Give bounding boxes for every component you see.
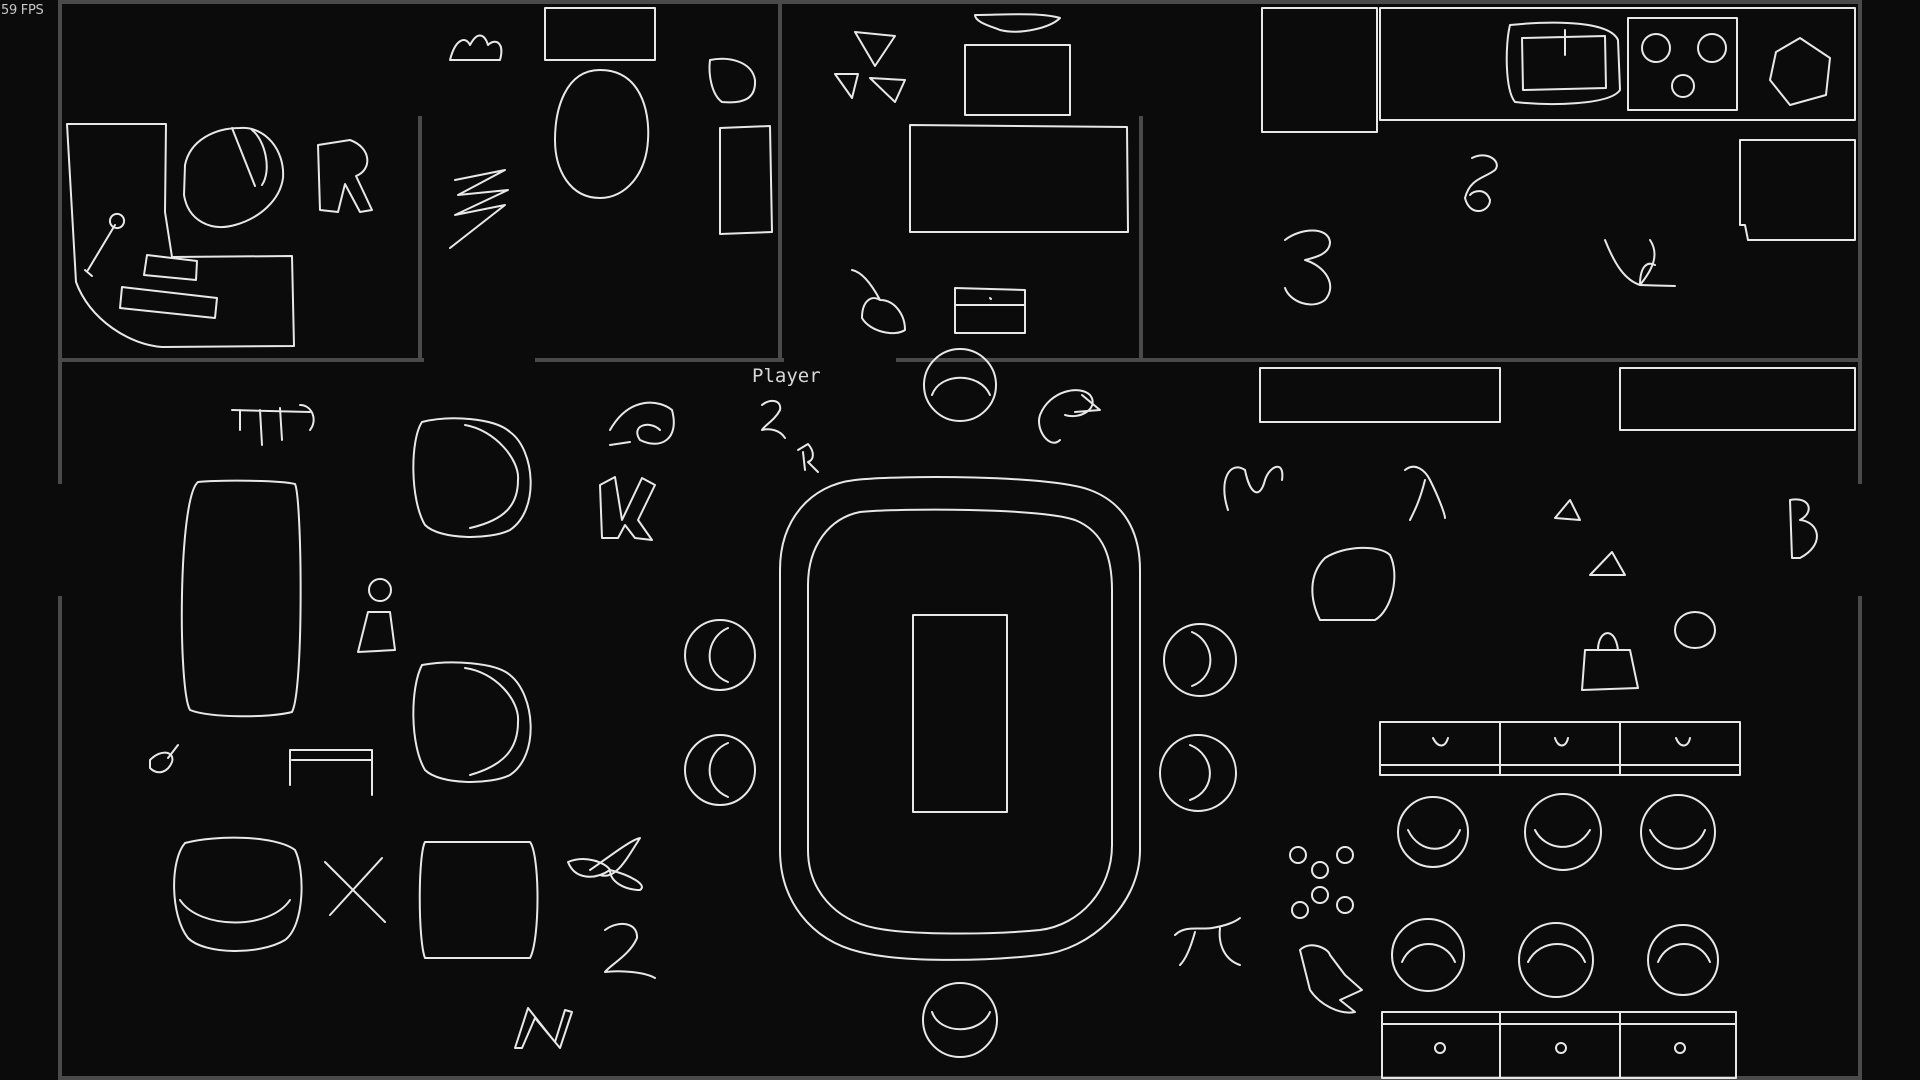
- blob-glyph: [1311, 546, 1396, 621]
- chair-west-1: [684, 619, 756, 691]
- stove: [1627, 17, 1738, 111]
- fish-glyph: [1038, 389, 1101, 444]
- number-three-glyph: [1284, 229, 1332, 306]
- player-sprite[interactable]: [761, 399, 819, 473]
- desk-row-bottom: [1381, 1011, 1737, 1079]
- room-lounge: [1223, 367, 1856, 1014]
- office-chair: [183, 126, 285, 228]
- dining-area: [684, 348, 1241, 1058]
- player-name-label: Player: [752, 365, 821, 387]
- triangle-small-1: [1554, 499, 1581, 521]
- dots-cluster-glyph: [1289, 846, 1354, 919]
- room-bedroom: [66, 34, 509, 348]
- fridge: [1261, 7, 1378, 133]
- armchair-large: [173, 836, 303, 952]
- coffee-table: [180, 479, 302, 718]
- table-runner: [912, 614, 1008, 813]
- keyboard: [143, 254, 198, 281]
- chair-row-1: [1397, 793, 1716, 871]
- kitchen-island: [1739, 139, 1856, 241]
- dumbbell-glyph: [231, 404, 315, 446]
- leaf-glyph: [567, 837, 643, 891]
- ottoman: [418, 841, 539, 959]
- rune-b-glyph: [1789, 498, 1818, 559]
- ring-glyph: [1674, 611, 1716, 649]
- room-office: [834, 13, 1129, 335]
- classroom-desks: [1379, 721, 1741, 1079]
- sink: [719, 125, 773, 235]
- dining-table-inner: [807, 508, 1113, 935]
- x-mark-glyph: [324, 857, 386, 923]
- room-bathroom: [544, 7, 773, 235]
- toilet-tank: [544, 7, 656, 61]
- pen: [84, 212, 126, 277]
- fps-counter: 59 FPS: [1, 3, 44, 18]
- swirl-glyph: [609, 401, 675, 446]
- number-two-glyph: [604, 922, 656, 979]
- chair-row-2: [1391, 918, 1719, 998]
- triangle-small-2: [1589, 551, 1626, 576]
- triangle-glyphs: [834, 31, 906, 103]
- guitar-glyph: [149, 744, 179, 774]
- chair-east-1: [1163, 623, 1237, 697]
- sink-basin: [1505, 21, 1621, 105]
- chair-east-2: [1159, 734, 1237, 812]
- shelf-left: [1259, 367, 1501, 423]
- chair-south: [922, 982, 998, 1058]
- monitor-stand: [964, 13, 1071, 116]
- room-living: [149, 401, 675, 1049]
- walls: [58, 0, 1862, 1080]
- desk: [66, 123, 295, 348]
- pi-glyph: [1174, 917, 1241, 966]
- bench: [289, 749, 373, 796]
- loop-glyph: [1223, 465, 1284, 511]
- toilet-bowl: [554, 69, 650, 199]
- soap-glyph: [708, 57, 757, 104]
- crown-glyph: [449, 34, 503, 61]
- drawer-box: [954, 287, 1026, 334]
- bag-glyph: [1581, 632, 1639, 691]
- letter-n-glyph: [514, 1007, 573, 1049]
- papers: [119, 286, 218, 319]
- arrow-glyph: [1299, 944, 1363, 1014]
- room-kitchen: [1261, 7, 1856, 306]
- number-six-glyph: [1464, 154, 1498, 212]
- dining-table-outer: [779, 476, 1141, 961]
- rune-k-glyph: [599, 476, 656, 541]
- sigil-glyph: [1604, 239, 1676, 287]
- pentagon-glyph: [1769, 37, 1831, 106]
- lamp-figure: [357, 578, 396, 653]
- armchair-bottom: [412, 661, 532, 783]
- counter-top: [1379, 7, 1856, 121]
- spring-glyph: [449, 169, 509, 249]
- lamp-glyph: [851, 269, 906, 335]
- chair-west-2: [684, 734, 756, 806]
- rune-r-glyph: [317, 139, 373, 213]
- office-desk: [909, 124, 1129, 233]
- armchair-top: [412, 417, 532, 538]
- shelf-right: [1619, 367, 1856, 431]
- desk-row-top: [1379, 721, 1741, 776]
- lambda-glyph: [1404, 465, 1446, 521]
- chair-north: [923, 348, 997, 422]
